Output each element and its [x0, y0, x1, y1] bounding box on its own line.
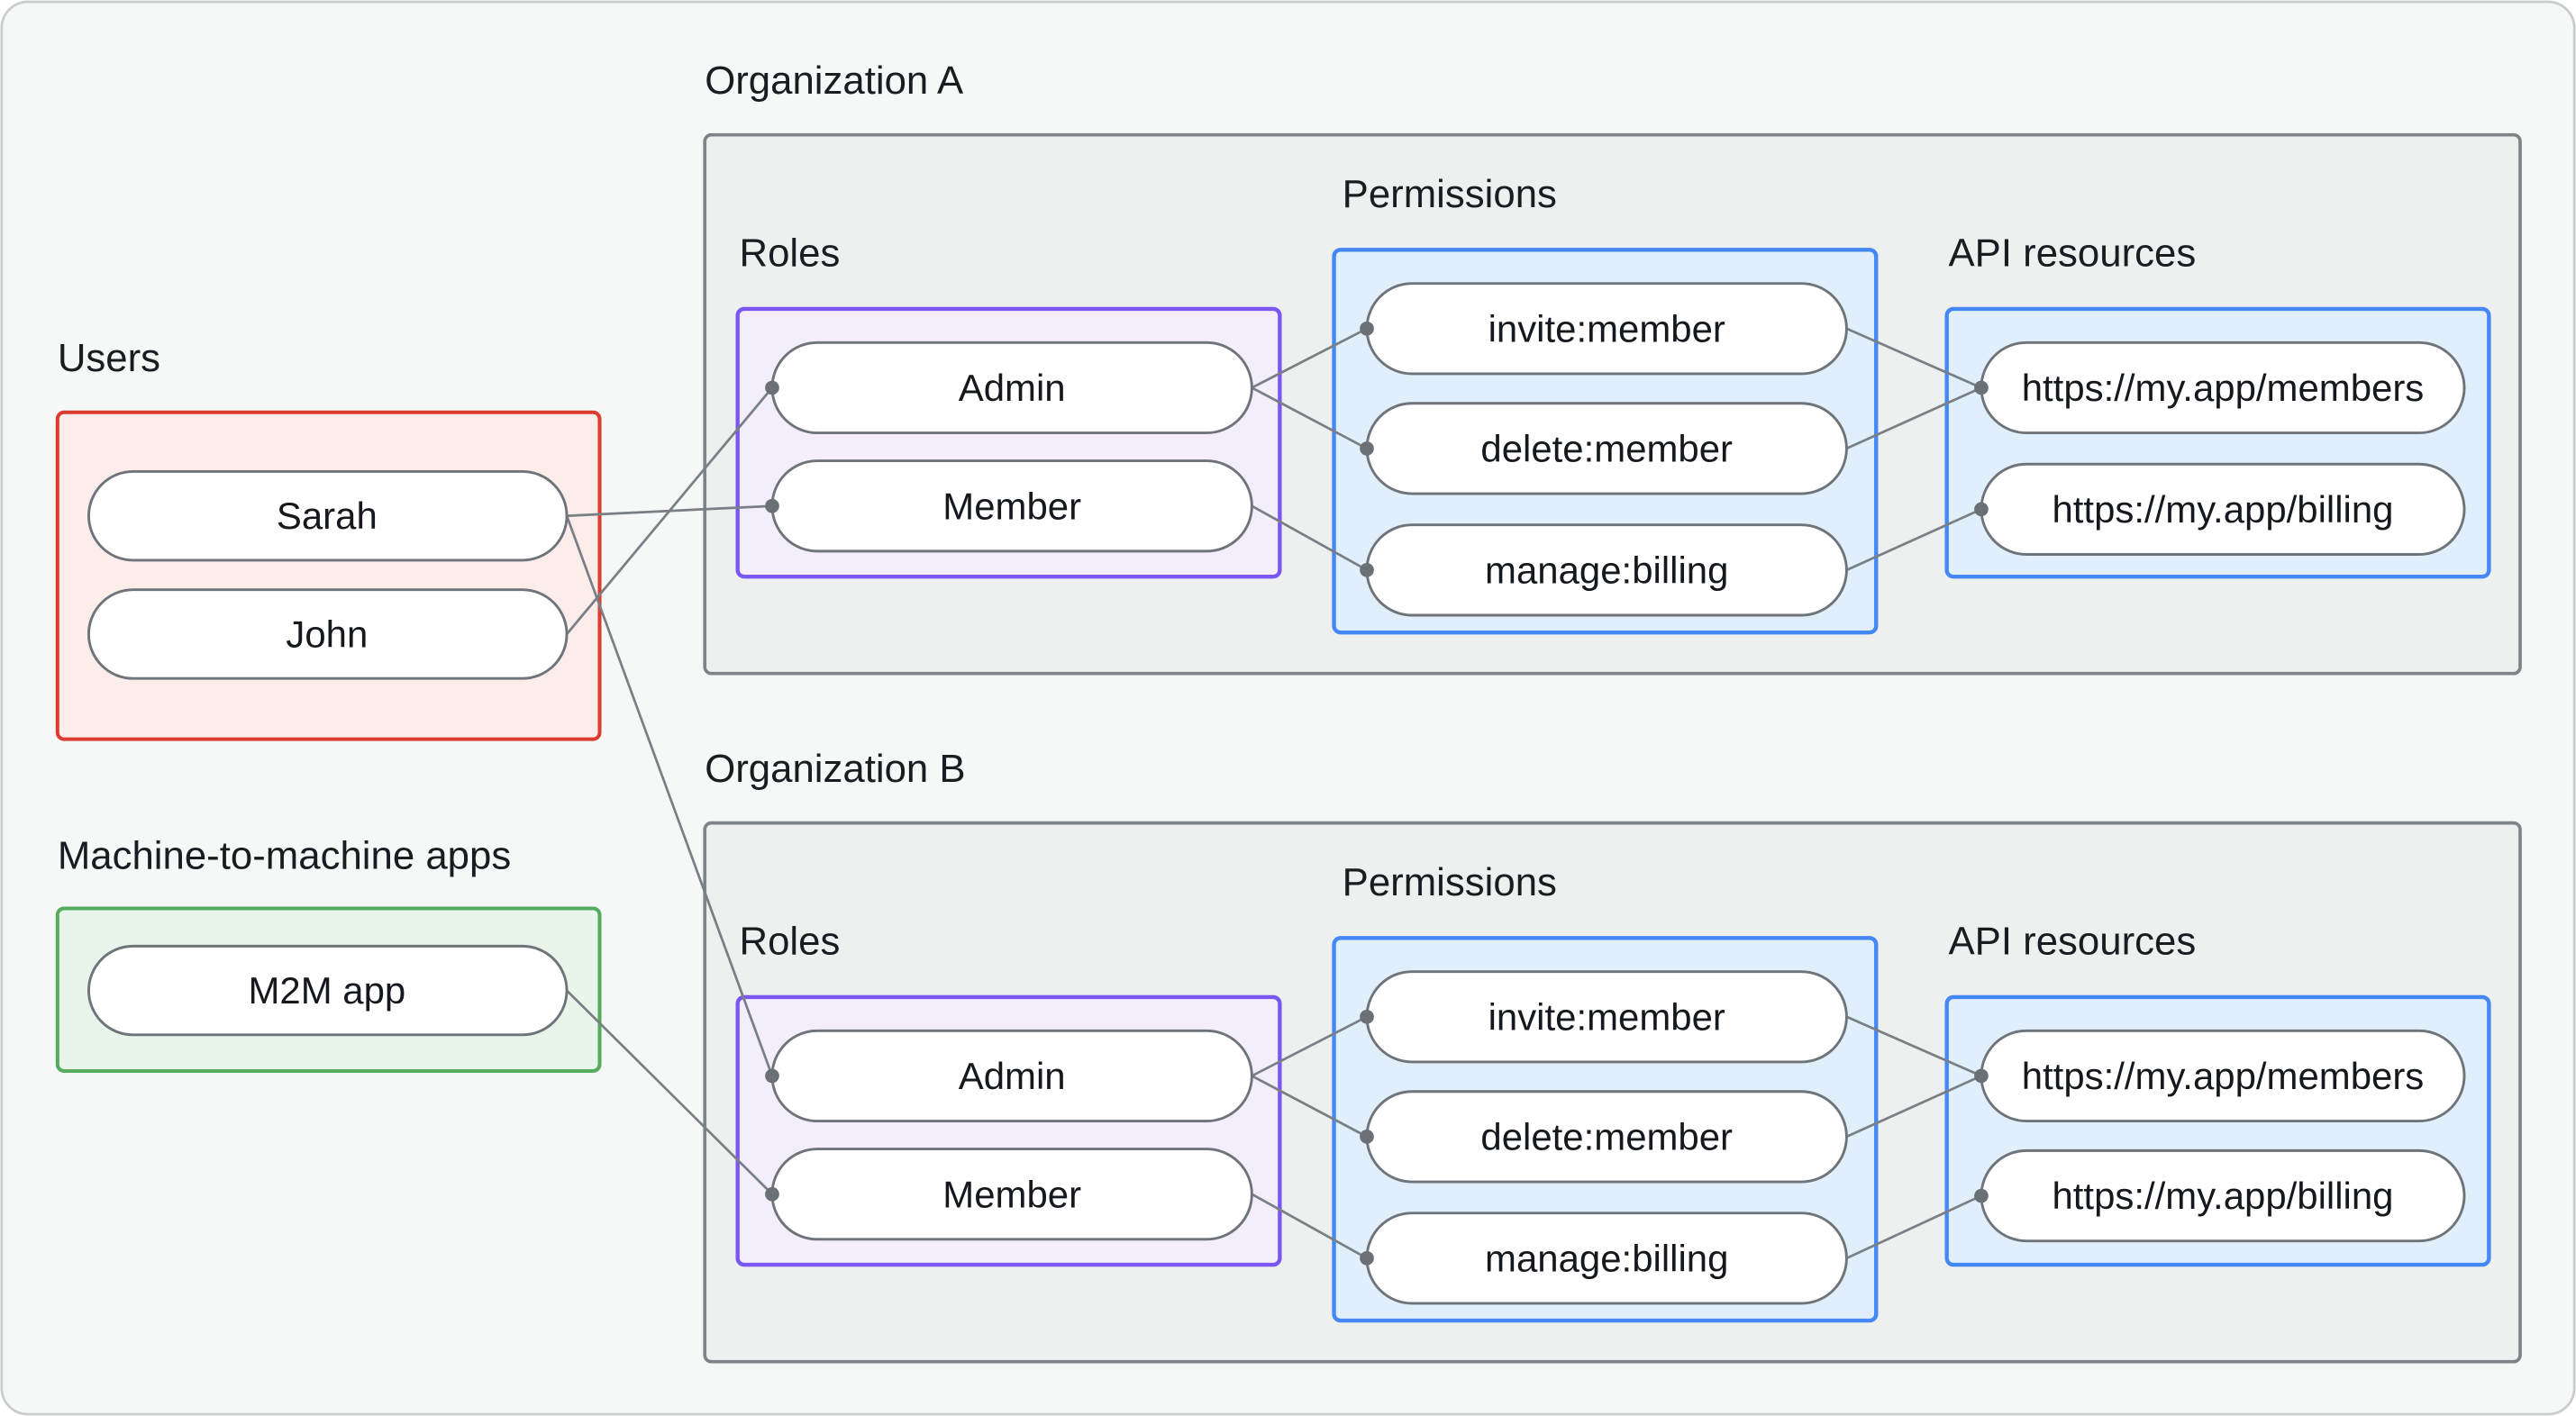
- edge-org-b-admin-to-invite: [1251, 1015, 1368, 1077]
- user-pill-label: Sarah: [277, 495, 378, 537]
- org-b-permission-delete-member: delete:member: [1365, 1090, 1848, 1184]
- m2m-pill: [87, 944, 569, 1037]
- org-b-api-resources-label: API resources: [1948, 920, 2196, 964]
- edge-org-a-delete-to-members-api: [1845, 386, 1982, 450]
- role-pill-label: Member: [942, 1173, 1081, 1215]
- users-section-label: Users: [58, 336, 160, 380]
- edge-john-to-org-a-admin: [566, 386, 774, 635]
- org-a-permission-delete-member: delete:member: [1365, 402, 1848, 495]
- org-b-api-members: https://my.app/members: [1980, 1029, 2466, 1123]
- org-a-api-members: https://my.app/members: [1980, 340, 2466, 435]
- api-resource-pill-label: https://my.app/billing: [2052, 1175, 2393, 1217]
- dot-org-a-manage: [1360, 562, 1374, 577]
- org-b-api-billing: https://my.app/billing: [1980, 1148, 2466, 1243]
- permission-pill-label: delete:member: [1480, 427, 1733, 469]
- edge-org-a-manage-to-billing-api: [1845, 508, 1982, 572]
- dot-org-a-member: [765, 498, 779, 513]
- role-pill-label: Admin: [959, 1055, 1066, 1097]
- dot-org-b-members-api: [1974, 1068, 1989, 1084]
- dot-org-a-delete: [1360, 441, 1374, 456]
- connector-edges: [565, 327, 1982, 1260]
- edge-m2m-to-org-b-member: [566, 989, 773, 1195]
- edge-org-b-delete-to-members-api: [1845, 1075, 1982, 1139]
- edge-org-b-invite-to-members-api: [1845, 1015, 1982, 1077]
- dot-org-a-invite: [1360, 321, 1374, 336]
- org-b-permissions-label: Permissions: [1343, 860, 1557, 904]
- dot-org-b-delete: [1360, 1130, 1374, 1144]
- org-a-roles-label: Roles: [740, 231, 841, 276]
- role-pill-label: Member: [942, 485, 1081, 527]
- user-pill-label: John: [286, 613, 368, 656]
- edge-org-b-member-to-manage: [1251, 1193, 1368, 1260]
- m2m-node-app: M2M app: [87, 944, 569, 1037]
- edge-org-a-invite-to-members-api: [1845, 327, 1982, 389]
- users-group-box: [55, 410, 602, 741]
- org-a-permissions-label: Permissions: [1343, 172, 1557, 216]
- org-a-role-admin: Admin: [770, 340, 1253, 435]
- user-pill: [87, 469, 569, 562]
- dot-org-a-admin: [765, 380, 779, 395]
- edge-sarah-to-org-b-admin: [565, 515, 774, 1076]
- dot-org-a-billing-api: [1974, 502, 1989, 517]
- permission-pill-label: delete:member: [1480, 1115, 1733, 1157]
- m2m-pill-label: M2M app: [248, 969, 405, 1012]
- org-b-role-member: Member: [770, 1148, 1253, 1241]
- dot-org-b-member: [765, 1186, 779, 1202]
- org-a-title: Organization A: [705, 59, 964, 103]
- dot-org-a-members-api: [1974, 380, 1989, 395]
- connection-dots: [765, 321, 1989, 1266]
- org-a-api-resources-label: API resources: [1948, 231, 2196, 276]
- org-a-api-billing: https://my.app/billing: [1980, 462, 2466, 556]
- permission-pill-label: manage:billing: [1485, 1237, 1728, 1279]
- org-b-title: Organization B: [705, 747, 965, 791]
- role-pill-label: Admin: [959, 367, 1066, 409]
- user-node-john: John: [87, 588, 569, 680]
- org-a-permission-invite-member: invite:member: [1365, 282, 1848, 376]
- permission-pill-label: invite:member: [1488, 307, 1725, 349]
- m2m-section-label: Machine-to-machine apps: [58, 834, 511, 878]
- dot-org-b-manage: [1360, 1250, 1374, 1266]
- org-a-role-member: Member: [770, 459, 1253, 553]
- permission-pill-label: manage:billing: [1485, 549, 1728, 591]
- permission-pill-label: invite:member: [1488, 995, 1725, 1038]
- dot-org-b-billing-api: [1974, 1188, 1989, 1203]
- edge-org-a-member-to-manage: [1251, 504, 1368, 572]
- dot-org-b-admin: [765, 1068, 779, 1084]
- org-b-role-admin: Admin: [770, 1029, 1253, 1123]
- org-b-permission-manage-billing: manage:billing: [1365, 1212, 1848, 1305]
- edge-org-b-admin-to-delete: [1251, 1075, 1368, 1139]
- edge-org-b-manage-to-billing-api: [1845, 1194, 1982, 1260]
- org-b-permission-invite-member: invite:member: [1365, 970, 1848, 1064]
- edge-org-a-admin-to-delete: [1251, 386, 1368, 450]
- api-resource-pill-label: https://my.app/members: [2022, 367, 2425, 409]
- user-node-sarah: Sarah: [87, 469, 569, 562]
- org-b-roles-label: Roles: [740, 920, 841, 964]
- user-pill: [87, 588, 569, 680]
- api-resource-pill-label: https://my.app/members: [2022, 1055, 2425, 1097]
- api-resource-pill-label: https://my.app/billing: [2052, 488, 2393, 531]
- dot-org-b-invite: [1360, 1009, 1374, 1024]
- edge-org-a-admin-to-invite: [1251, 327, 1368, 389]
- org-a-permission-manage-billing: manage:billing: [1365, 523, 1848, 617]
